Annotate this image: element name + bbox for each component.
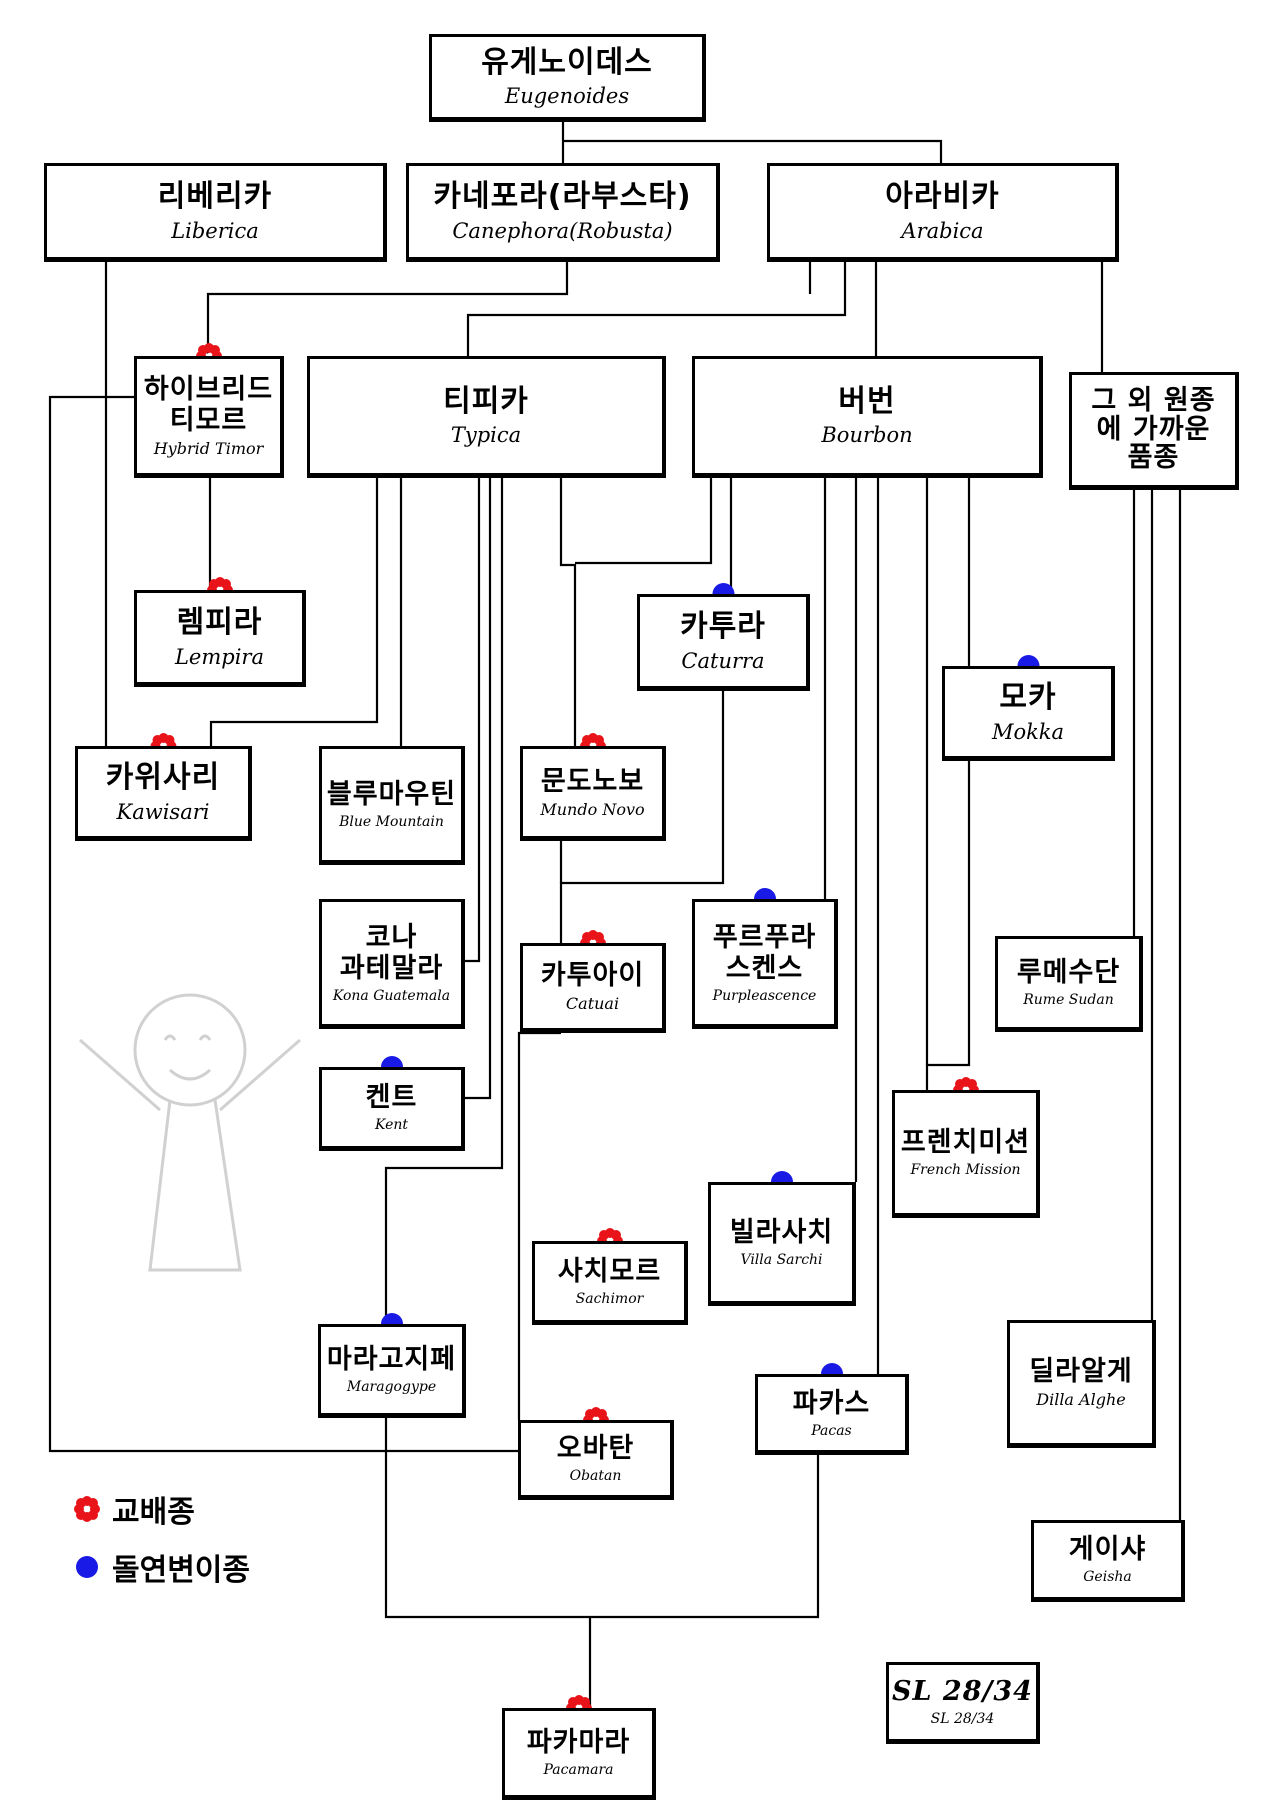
- node-caturra: 카투라 Caturra: [637, 594, 810, 691]
- label-ko: 파카스: [792, 1387, 871, 1419]
- label-ko: 리베리카: [157, 179, 273, 215]
- label-en: Geisha: [1083, 1569, 1132, 1586]
- label-ko: 오바탄: [556, 1433, 635, 1465]
- watermark-figure: [79, 993, 301, 1272]
- node-french-mission: 프렌치미션 French Mission: [892, 1090, 1040, 1218]
- node-pacamara: 파카마라 Pacamara: [502, 1708, 656, 1800]
- label-en: Caturra: [681, 648, 765, 673]
- node-geisha: 게이샤 Geisha: [1031, 1520, 1185, 1602]
- label-en: Purpleascence: [712, 988, 817, 1004]
- node-mokka: 모카 Mokka: [942, 666, 1115, 761]
- label-en: Liberica: [171, 218, 259, 243]
- label-ko: 유게노이데스: [481, 44, 653, 80]
- label-ko: 렘피라: [176, 605, 263, 641]
- label-ko: 사치모르: [557, 1256, 662, 1288]
- label-ko: 카네포라(라부스타): [433, 179, 692, 215]
- label-en: Maragogype: [346, 1379, 437, 1396]
- label-en: Kawisari: [116, 799, 210, 824]
- label-en: Lempira: [174, 644, 264, 669]
- label-en: Typica: [450, 423, 522, 448]
- label-en: Kent: [374, 1117, 408, 1134]
- label-en: Dilla Alghe: [1036, 1390, 1126, 1410]
- label-en: Villa Sarchi: [740, 1252, 823, 1269]
- label-en: Catuai: [565, 994, 620, 1014]
- label-ko: 파카마라: [526, 1727, 631, 1759]
- label-ko: 문도노보: [540, 765, 645, 797]
- label-en: French Mission: [910, 1162, 1021, 1179]
- node-mundo-novo: 문도노보 Mundo Novo: [520, 746, 666, 841]
- node-dilla-alghe: 딜라알게 Dilla Alghe: [1007, 1320, 1156, 1448]
- node-hybrid-timor: 하이브리드 티모르 Hybrid Timor: [134, 356, 284, 478]
- label-en: Pacas: [811, 1422, 852, 1439]
- node-lempira: 렘피라 Lempira: [134, 590, 306, 687]
- label-ko: 카투아이: [540, 960, 645, 992]
- label-en: Obatan: [569, 1468, 622, 1485]
- label-ko: 딜라알게: [1029, 1356, 1133, 1388]
- node-other-species: 그 외 원종 에 가까운 품종: [1069, 372, 1239, 490]
- label-ko: 그 외 원종 에 가까운 품종: [1091, 385, 1216, 474]
- label-ko: 켄트: [365, 1082, 418, 1114]
- label-ko: 빌라사치: [729, 1217, 834, 1249]
- label-en: Hybrid Timor: [153, 438, 264, 458]
- label-ko: 티피카: [443, 383, 529, 419]
- label-en: Kona Guatemala: [332, 988, 451, 1004]
- label-ko: 버번: [838, 383, 896, 419]
- node-purpleascence: 푸르푸라 스켄스 Purpleascence: [692, 899, 838, 1029]
- label-ko: 게이샤: [1068, 1534, 1147, 1566]
- node-eugenoides: 유게노이데스 Eugenoides: [429, 34, 706, 122]
- label-en: Rume Sudan: [1023, 992, 1114, 1009]
- node-villa-sarchi: 빌라사치 Villa Sarchi: [708, 1182, 856, 1306]
- legend-cross: 교배종: [72, 1487, 195, 1531]
- label-en: Arabica: [901, 218, 984, 243]
- node-arabica: 아라비카 Arabica: [767, 163, 1119, 262]
- label-en: SL 28/34: [930, 1711, 995, 1728]
- label-ko: 카투라: [680, 609, 766, 645]
- label-ko: 푸르푸라 스켄스: [712, 921, 817, 984]
- node-typica: 티피카 Typica: [307, 356, 666, 478]
- label-en: Eugenoides: [504, 84, 630, 109]
- label-en: Mokka: [991, 719, 1065, 744]
- edge-group: [48, 122, 1182, 1708]
- legend-mutation: 돌연변이종: [72, 1545, 250, 1589]
- node-pacas: 파카스 Pacas: [755, 1374, 909, 1455]
- node-bourbon: 버번 Bourbon: [692, 356, 1043, 478]
- label-ko: 블루마우틴: [326, 778, 457, 810]
- label-en: Sachimor: [575, 1291, 644, 1308]
- node-maragogype: 마라고지페 Maragogype: [318, 1324, 466, 1418]
- label-ko: 코나 과테말라: [339, 921, 444, 984]
- node-blue-mountain: 블루마우틴 Blue Mountain: [319, 746, 465, 865]
- legend-label: 돌연변이종: [112, 1553, 250, 1588]
- node-sl-28-34: SL 28/34 SL 28/34: [886, 1662, 1040, 1744]
- node-obatan: 오바탄 Obatan: [518, 1420, 674, 1500]
- label-ko: 아라비카: [885, 179, 1000, 215]
- label-en: Pacamara: [543, 1762, 614, 1779]
- label-ko: 마라고지페: [326, 1344, 457, 1376]
- node-liberica: 리베리카 Liberica: [44, 163, 387, 262]
- cross-breed-icon: [74, 1496, 100, 1522]
- node-kona-guatemala: 코나 과테말라 Kona Guatemala: [319, 899, 465, 1029]
- label-ko: SL 28/34: [892, 1676, 1033, 1708]
- label-ko: 모카: [999, 680, 1057, 716]
- node-rume-sudan: 루메수단 Rume Sudan: [995, 936, 1143, 1032]
- label-en: Mundo Novo: [540, 799, 645, 819]
- legend-label: 교배종: [112, 1495, 195, 1530]
- node-canephora: 카네포라(라부스타) Canephora(Robusta): [406, 163, 720, 262]
- label-ko: 하이브리드 티모르: [143, 373, 274, 436]
- node-catuai: 카투아이 Catuai: [520, 943, 666, 1033]
- label-en: Bourbon: [821, 423, 913, 448]
- node-kent: 켄트 Kent: [319, 1067, 465, 1151]
- label-ko: 카위사리: [105, 760, 221, 796]
- label-en: Blue Mountain: [339, 813, 444, 830]
- label-ko: 프렌치미션: [900, 1127, 1031, 1159]
- label-ko: 루메수단: [1016, 957, 1121, 989]
- mutation-dot-icon: [76, 1556, 98, 1578]
- label-en: Canephora(Robusta): [452, 218, 673, 243]
- node-sachimor: 사치모르 Sachimor: [532, 1241, 688, 1325]
- node-kawisari: 카위사리 Kawisari: [75, 746, 252, 841]
